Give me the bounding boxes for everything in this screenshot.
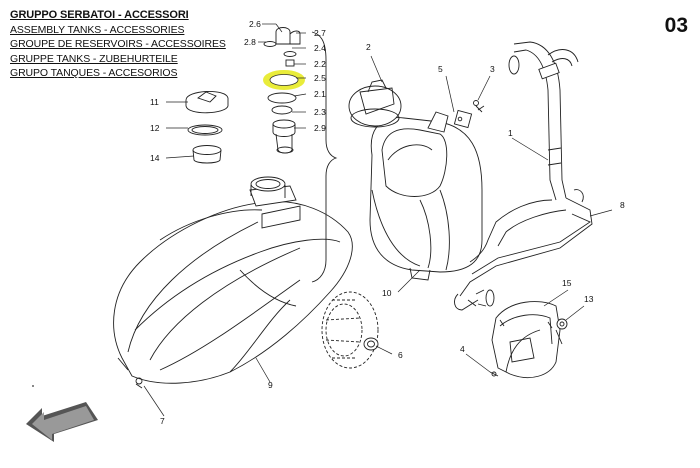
callout-2-2: 2.2 <box>314 59 326 69</box>
leader-lines <box>143 23 613 417</box>
callout-2-5: 2.5 <box>314 73 326 83</box>
title-spanish: GRUPO TANQUES - ACCESORIOS <box>10 67 178 79</box>
callout-1: 1 <box>508 128 513 138</box>
callout-2-7: 2.7 <box>314 28 326 38</box>
callout-14: 14 <box>150 153 160 163</box>
title-french: GROUPE DE RESERVOIRS - ACCESSOIRES <box>10 38 226 50</box>
callout-8: 8 <box>620 200 625 210</box>
callout-4: 4 <box>460 344 465 354</box>
callout-2-6: 2.6 <box>249 19 261 29</box>
cap-assembly-parts[interactable] <box>263 27 301 154</box>
callout-12: 12 <box>150 123 160 133</box>
bushing-6[interactable] <box>363 337 379 351</box>
screw-4[interactable] <box>489 371 499 377</box>
title-italian: GRUPPO SERBATOI - ACCESSORI <box>10 9 189 21</box>
hose-8[interactable] <box>454 189 593 311</box>
page-number: 03 <box>664 14 688 37</box>
group-brace <box>311 31 338 283</box>
direction-arrow-icon <box>26 402 98 442</box>
tank-cap-2[interactable] <box>348 79 402 128</box>
callout-7: 7 <box>160 416 165 426</box>
solution-tank[interactable] <box>369 111 483 281</box>
callout-2-4: 2.4 <box>314 43 326 53</box>
fitting-13[interactable] <box>555 318 568 345</box>
callout-11: 11 <box>150 97 159 107</box>
hose-1[interactable] <box>508 41 579 201</box>
callout-15: 15 <box>562 278 572 288</box>
callout-9: 9 <box>268 380 273 390</box>
seal-ring-12[interactable] <box>187 124 223 136</box>
title-block: GRUPPO SERBATOI - ACCESSORI ASSEMBLY TAN… <box>10 8 226 81</box>
recovery-tank[interactable] <box>113 176 353 389</box>
callout-2: 2 <box>366 42 371 52</box>
wheel-6[interactable] <box>321 291 379 369</box>
callout-10: 10 <box>382 288 392 298</box>
callout-13: 13 <box>584 294 594 304</box>
cover-15[interactable] <box>491 301 561 378</box>
title-english: ASSEMBLY TANKS - ACCESSORIES <box>10 23 185 36</box>
title-german: GRUPPE TANKS - ZUBEHURTEILE <box>10 52 178 65</box>
screw-3[interactable] <box>473 100 485 113</box>
filler-cap-11[interactable] <box>185 91 229 114</box>
filter-14[interactable] <box>192 145 222 164</box>
callout-2-1: 2.1 <box>314 89 326 99</box>
callout-2-9: 2.9 <box>314 123 326 133</box>
callout-6: 6 <box>398 350 403 360</box>
callout-2-8: 2.8 <box>244 37 256 47</box>
callout-5: 5 <box>438 64 443 74</box>
callout-2-3: 2.3 <box>314 107 326 117</box>
bracket-5[interactable] <box>453 109 473 129</box>
callout-3: 3 <box>490 64 495 74</box>
